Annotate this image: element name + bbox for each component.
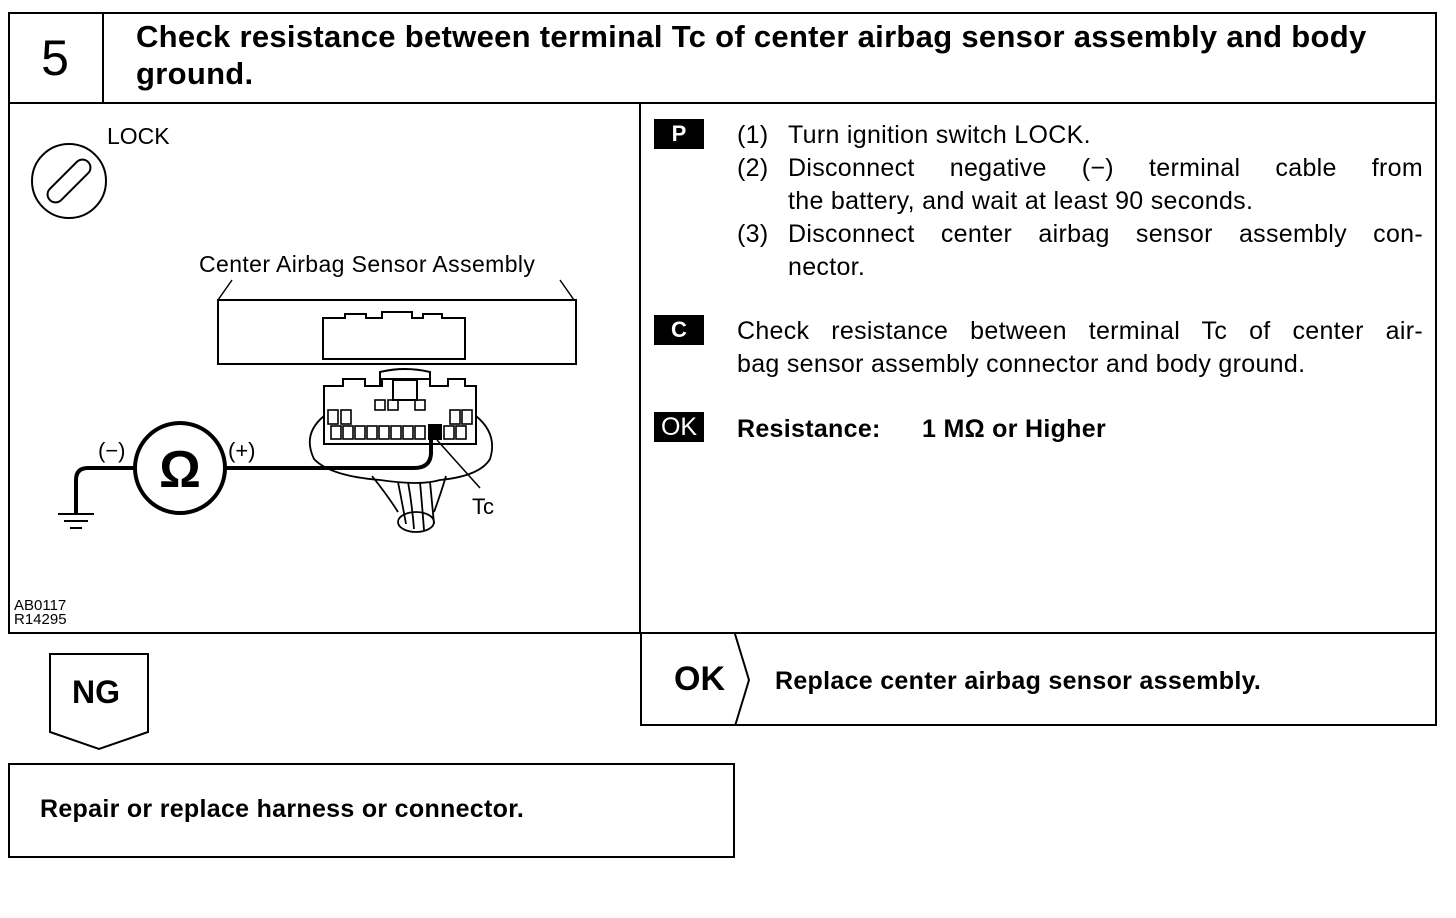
step-1-number: (1) bbox=[737, 121, 769, 149]
spec-value: 1 MΩ or Higher bbox=[922, 415, 1106, 443]
positive-lead bbox=[225, 436, 433, 470]
ok-result-box bbox=[640, 634, 1437, 726]
negative-lead bbox=[74, 466, 135, 514]
wiring-illustration: LOCK Center Airbag Sensor Assembly bbox=[14, 123, 577, 628]
ohm-symbol: Ω bbox=[159, 441, 201, 499]
ok-action-text: Replace center airbag sensor assembly. bbox=[775, 667, 1262, 695]
figure-code-2: R14295 bbox=[14, 611, 67, 628]
ng-action-text: Repair or replace harness or connector. bbox=[40, 795, 525, 823]
ng-arrow-icon bbox=[49, 653, 149, 751]
wire-harness bbox=[308, 415, 494, 533]
step-header bbox=[8, 12, 1437, 104]
step-2-number: (2) bbox=[737, 154, 769, 182]
check-text-line-2: bag sensor assembly connector and body g… bbox=[737, 350, 1306, 378]
ok-result-label: OK bbox=[674, 660, 725, 698]
sensor-assembly bbox=[217, 299, 577, 365]
connector bbox=[323, 368, 477, 445]
assembly-label: Center Airbag Sensor Assembly bbox=[199, 251, 535, 277]
ng-result-label: NG bbox=[72, 674, 120, 710]
minus-probe-label: (−) bbox=[98, 438, 126, 463]
instruction-panel bbox=[8, 102, 1437, 634]
spec-label: Resistance: bbox=[737, 415, 881, 443]
step-2-text-line-2: the battery, and wait at least 90 second… bbox=[788, 187, 1254, 215]
ok-spec-tag: OK bbox=[654, 412, 704, 442]
step-3-text-line-2: nector. bbox=[788, 253, 866, 281]
terminal-tc-label: Tc bbox=[472, 494, 494, 519]
ohmmeter: Ω bbox=[133, 421, 227, 515]
step-title: Check resistance between terminal Tc of … bbox=[136, 19, 1367, 91]
procedure-tag: P bbox=[654, 119, 704, 149]
ok-arrow-icon bbox=[734, 634, 751, 726]
step-1-text: Turn ignition switch LOCK. bbox=[788, 121, 1091, 149]
ng-result-box bbox=[8, 763, 735, 858]
step-3-number: (3) bbox=[737, 220, 769, 248]
column-divider bbox=[639, 102, 641, 634]
step-number: 5 bbox=[8, 12, 104, 104]
step-2-text-line-1: Disconnect negative (−) terminal cable f… bbox=[788, 154, 1423, 182]
ignition-lock-icon bbox=[31, 143, 107, 219]
lock-label: LOCK bbox=[107, 123, 170, 149]
check-text-line-1: Check resistance between terminal Tc of … bbox=[737, 317, 1423, 345]
ground-icon bbox=[58, 513, 94, 529]
plus-probe-label: (+) bbox=[228, 438, 256, 463]
tc-leader-line bbox=[436, 439, 481, 489]
check-tag: C bbox=[654, 315, 704, 345]
step-3-text-line-1: Disconnect center airbag sensor assembly… bbox=[788, 220, 1423, 248]
figure-code-1: AB0117 bbox=[14, 597, 66, 614]
